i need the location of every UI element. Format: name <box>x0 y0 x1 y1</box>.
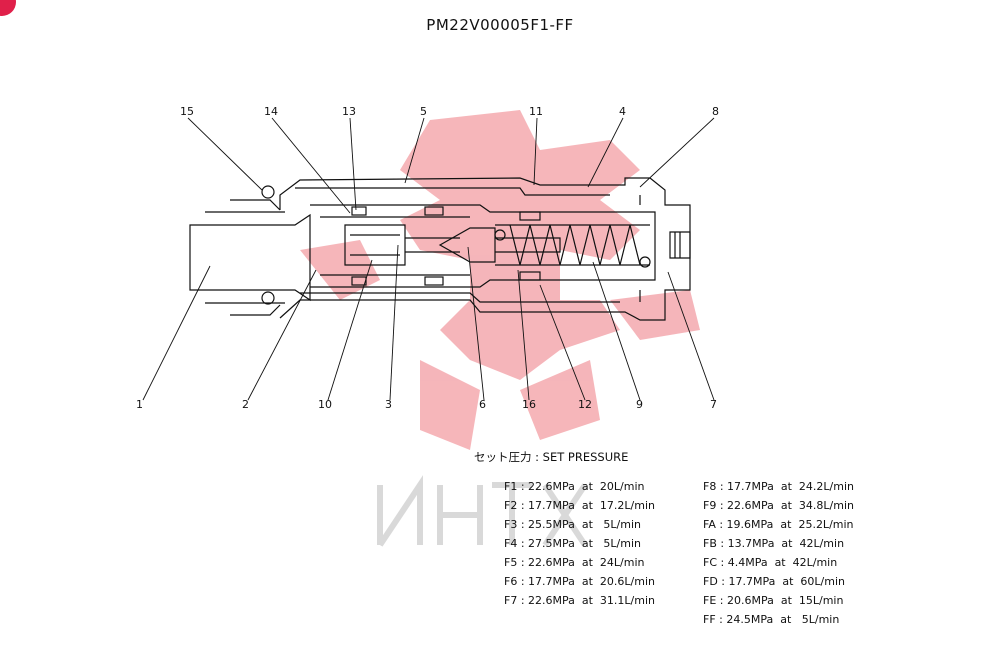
callout-2: 2 <box>242 398 249 411</box>
spec-row: F1 : 22.6MPa at 20L/min <box>504 480 645 493</box>
callout-8: 8 <box>712 105 719 118</box>
spec-row: F9 : 22.6MPa at 34.8L/min <box>703 499 854 512</box>
set-pressure-heading: セット圧力 : SET PRESSURE <box>474 450 629 464</box>
callout-11: 11 <box>529 105 543 118</box>
callout-6: 6 <box>479 398 486 411</box>
page-title: PM22V00005F1-FF <box>426 16 574 34</box>
leader-lines <box>142 117 715 401</box>
callout-10: 10 <box>318 398 332 411</box>
callout-3: 3 <box>385 398 392 411</box>
callout-7: 7 <box>710 398 717 411</box>
spec-row: FD : 17.7MPa at 60L/min <box>703 575 845 588</box>
spec-row: F2 : 17.7MPa at 17.2L/min <box>504 499 655 512</box>
spec-row: FF : 24.5MPa at 5L/min <box>703 613 840 626</box>
spec-row: F6 : 17.7MPa at 20.6L/min <box>504 575 655 588</box>
spec-row: FE : 20.6MPa at 15L/min <box>703 594 844 607</box>
callout-14: 14 <box>264 105 278 118</box>
spec-row: FB : 13.7MPa at 42L/min <box>703 537 845 550</box>
spec-row: F3 : 25.5MPa at 5L/min <box>504 518 642 531</box>
callout-5: 5 <box>420 105 427 118</box>
callout-1: 1 <box>136 398 143 411</box>
spec-row: F4 : 27.5MPa at 5L/min <box>504 537 642 550</box>
callout-12: 12 <box>578 398 592 411</box>
callout-4: 4 <box>619 105 626 118</box>
callout-9: 9 <box>636 398 643 411</box>
spec-row: F8 : 17.7MPa at 24.2L/min <box>703 480 854 493</box>
valve-body <box>189 177 691 321</box>
spec-row: FA : 19.6MPa at 25.2L/min <box>703 518 854 531</box>
watermark-letters <box>377 475 588 547</box>
callout-16: 16 <box>522 398 536 411</box>
callout-labels: 15 14 13 5 11 4 8 1 2 10 3 6 16 12 9 7 <box>136 105 719 411</box>
spec-row: F7 : 22.6MPa at 31.1L/min <box>504 594 655 607</box>
callout-13: 13 <box>342 105 356 118</box>
spec-row: F5 : 22.6MPa at 24L/min <box>504 556 645 569</box>
callout-15: 15 <box>180 105 194 118</box>
spec-row: FC : 4.4MPa at 42L/min <box>703 556 838 569</box>
